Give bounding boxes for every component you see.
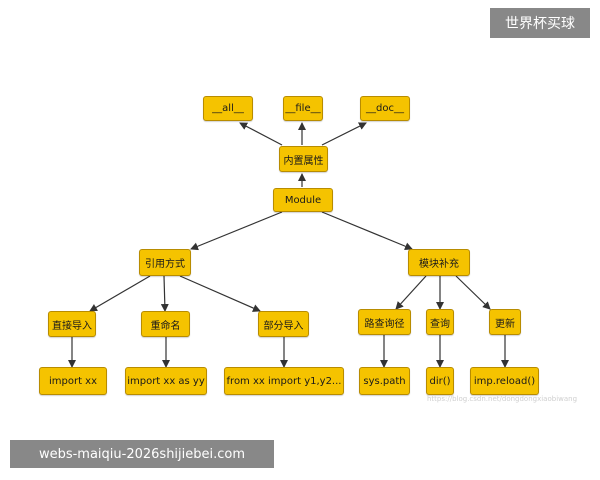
node-lookup: 查询 (426, 309, 454, 335)
node-file: __file__ (283, 96, 323, 121)
edge-import-ways-rename (160, 275, 169, 312)
node-doc: __doc__ (360, 96, 410, 121)
watermark-bottom-left: webs-maiqiu-2026shijiebei.com (10, 440, 274, 468)
node-imp-reload: imp.reload() (470, 367, 539, 395)
node-all: __all__ (203, 96, 253, 121)
edge-module-supplement (321, 211, 413, 251)
node-import-ways: 引用方式 (139, 249, 191, 276)
edge-import-ways-direct (89, 275, 151, 312)
edge-supplement-path (395, 275, 427, 310)
node-path-lookup: 路查询径 (358, 309, 411, 335)
blog-watermark: https://blog.csdn.net/dongdongxiaobiwang (427, 395, 578, 403)
node-import-as: import xx as yy (125, 367, 207, 395)
watermark-top-right: 世界杯买球 (490, 8, 590, 38)
edge-import-ways-partial (179, 275, 261, 312)
node-from-import: from xx import y1,y2... (224, 367, 344, 395)
node-partial-import: 部分导入 (258, 311, 309, 337)
edge-builtin-all (239, 122, 283, 146)
edge-module-import-ways (190, 211, 283, 251)
node-import-xx: import xx (39, 367, 107, 395)
node-update: 更新 (489, 309, 521, 335)
node-direct-import: 直接导入 (48, 311, 96, 337)
node-module: Module (273, 188, 333, 212)
node-rename: 重命名 (141, 311, 190, 337)
node-sys-path: sys.path (359, 367, 410, 395)
edge-supplement-update (455, 275, 491, 310)
node-module-supplement: 模块补充 (408, 249, 470, 276)
edge-builtin-doc (321, 122, 367, 146)
node-builtin-attrs: 内置属性 (279, 146, 328, 172)
node-dir: dir() (426, 367, 454, 395)
